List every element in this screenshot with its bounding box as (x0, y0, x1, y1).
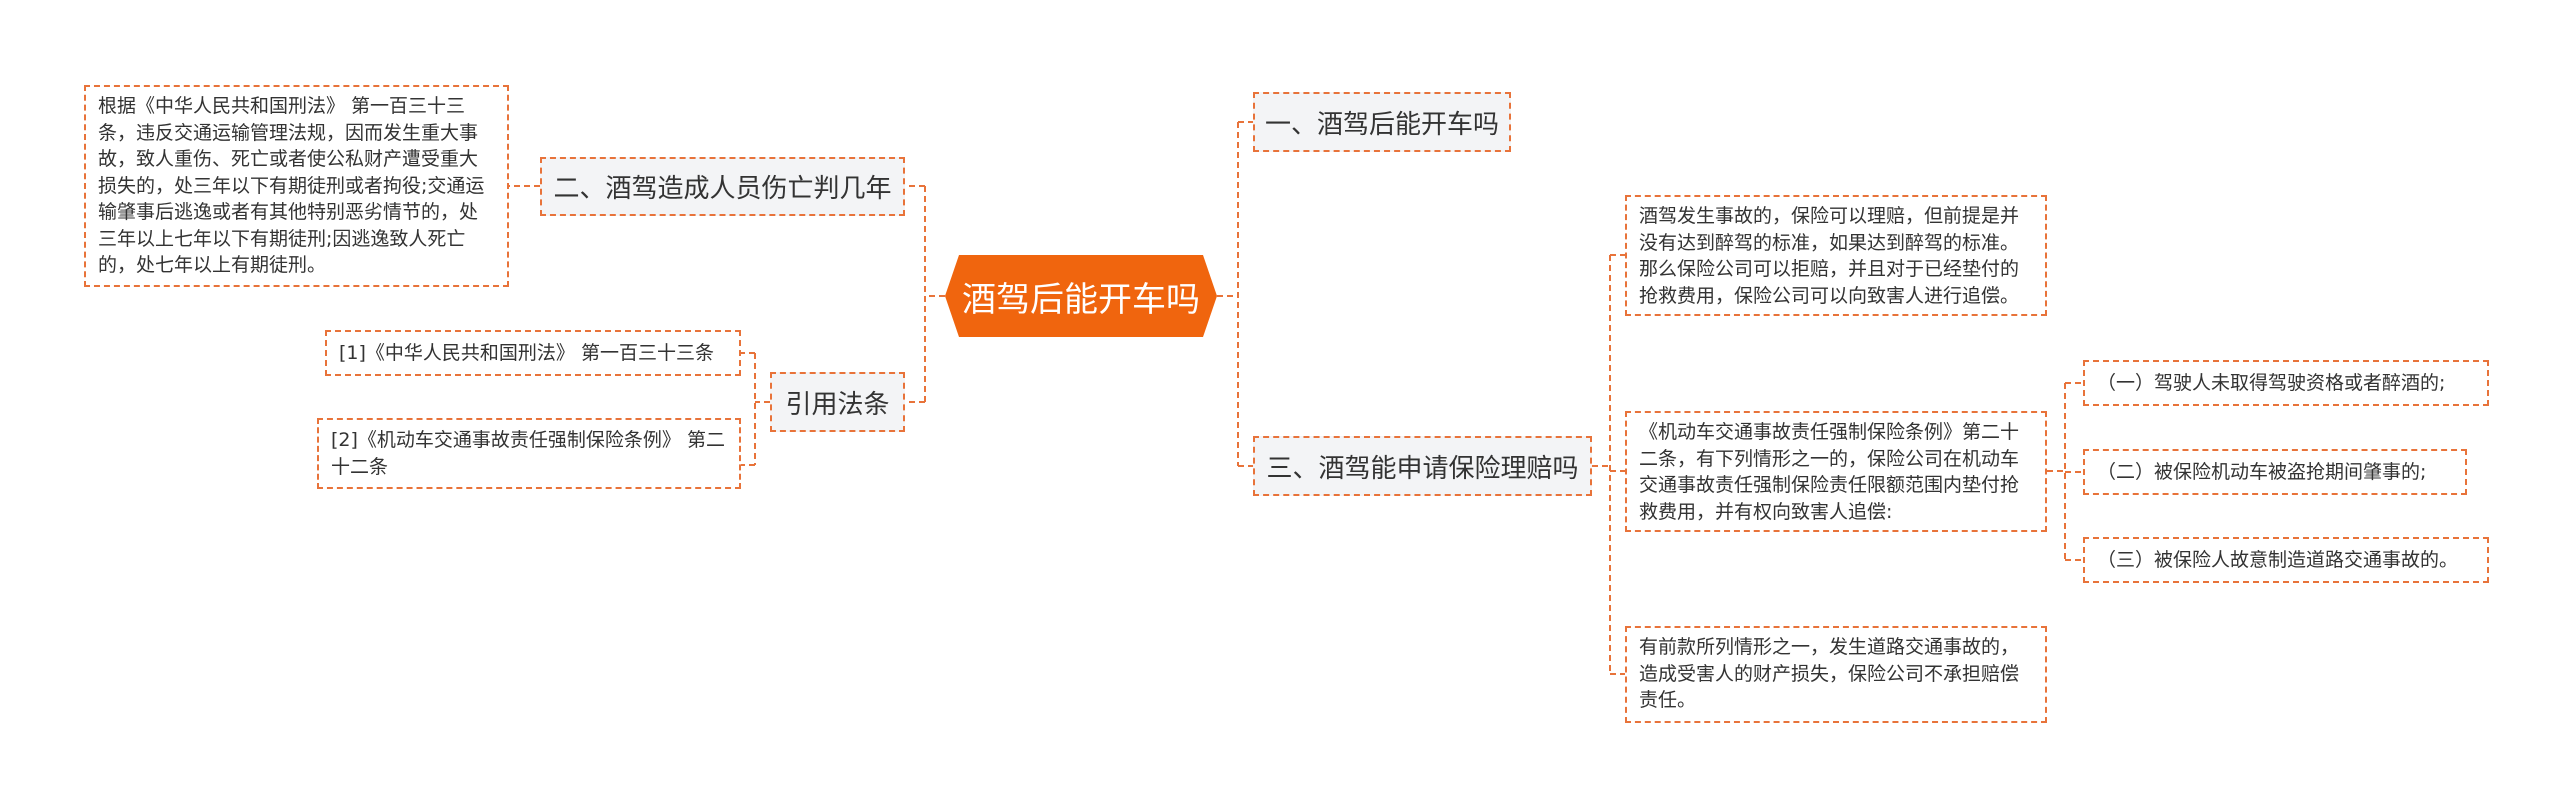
leaf-insurance-3[interactable]: 有前款所列情形之一，发生道路交通事故的，造成受害人的财产损失，保险公司不承担赔偿… (1625, 626, 2047, 723)
leaf-insurance-2[interactable]: 《机动车交通事故责任强制保险条例》第二十二条，有下列情形之一的，保险公司在机动车… (1625, 411, 2047, 532)
leaf-condition-2[interactable]: （二）被保险机动车被盗抢期间肇事的; (2083, 449, 2467, 495)
root-label: 酒驾后能开车吗 (962, 279, 1200, 320)
leaf-insurance-1[interactable]: 酒驾发生事故的，保险可以理赔，但前提是并没有达到醉驾的标准，如果达到醉驾的标准。… (1625, 195, 2047, 316)
branch-node-cite[interactable]: 引用法条 (770, 372, 905, 432)
leaf-citation-2[interactable]: [2]《机动车交通事故责任强制保险条例》 第二十二条 (317, 418, 741, 489)
leaf-condition-1[interactable]: （一）驾驶人未取得驾驶资格或者醉酒的; (2083, 360, 2489, 406)
leaf-criminal-law[interactable]: 根据《中华人民共和国刑法》 第一百三十三条，违反交通运输管理法规，因而发生重大事… (84, 85, 509, 287)
branch-node-1[interactable]: 一、酒驾后能开车吗 (1253, 92, 1511, 152)
leaf-citation-1[interactable]: [1]《中华人民共和国刑法》 第一百三十三条 (325, 330, 741, 376)
branch-node-2[interactable]: 二、酒驾造成人员伤亡判几年 (540, 157, 905, 216)
leaf-condition-3[interactable]: （三）被保险人故意制造道路交通事故的。 (2083, 537, 2489, 583)
root-shape (945, 255, 1217, 337)
root-node[interactable]: 酒驾后能开车吗 (945, 255, 1217, 337)
branch-node-3[interactable]: 三、酒驾能申请保险理赔吗 (1253, 436, 1592, 496)
